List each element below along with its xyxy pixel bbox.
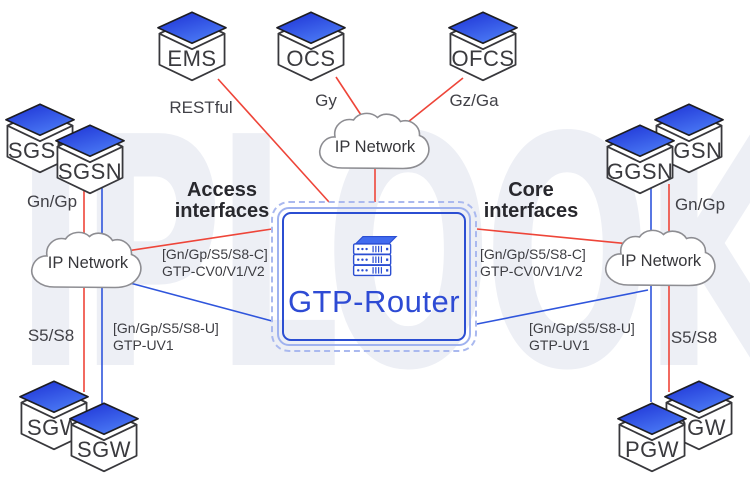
gtp-router-frame: GTP-Router [277,207,471,346]
control-left-line1: [Gn/Gp/S5/S8-C] [162,246,268,262]
user-interface-label-left: [Gn/Gp/S5/S8-U] GTP-UV1 [113,320,219,353]
access-title-line1: Access [186,179,258,201]
user-left-line2: GTP-UV1 [113,336,174,353]
cloud-left-label: IP Network [48,254,129,272]
user-interface-label-right: [Gn/Gp/S5/S8-U] GTP-UV1 [529,320,635,353]
gn-gp-right-label: Gn/Gp [674,195,726,214]
sgw-label: SGW [76,437,132,462]
user-left-line1: [Gn/Gp/S5/S8-U] [113,320,219,336]
control-left-line2: GTP-CV0/V1/V2 [162,262,265,279]
gtp-router-box: GTP-Router [271,201,477,352]
control-interface-label-right: [Gn/Gp/S5/S8-C] GTP-CV0/V1/V2 [480,246,586,279]
access-title-line2: interfaces [174,200,270,222]
gz-ga-label: Gz/Ga [449,91,499,110]
router-cloudright-control-link [476,228,641,246]
ocs-label: OCS [286,46,336,71]
ocs-node: OCS [274,4,348,87]
control-interface-label-left: [Gn/Gp/S5/S8-C] GTP-CV0/V1/V2 [162,246,268,279]
ip-network-cloud-left: IP Network [30,231,142,289]
s5-s8-right-label: S5/S8 [670,328,718,347]
ocs-cloud-link [335,76,364,119]
ip-network-cloud-top: IP Network [318,112,430,170]
gn-gp-left-label: Gn/Gp [26,192,78,211]
ems-router-link [217,78,330,203]
user-right-line1: [Gn/Gp/S5/S8-U] [529,320,635,336]
gtp-router-title: GTP-Router [287,284,461,319]
ip-network-cloud-right: IP Network [604,229,716,287]
control-right-line2: GTP-CV0/V1/V2 [480,262,583,279]
ofcs-cloud-link [407,77,464,123]
core-title-line1: Core [508,179,554,201]
sgsn-node: SGSN [53,117,127,200]
ems-node: EMS [155,4,229,87]
s5-s8-left-label: S5/S8 [27,326,75,345]
cloud-top-label: IP Network [335,138,416,156]
ofcs-node: OFCS [446,4,520,87]
server-icon [352,236,398,277]
gy-label: Gy [315,91,337,110]
core-interfaces-title: Core interfaces [484,180,579,222]
cloudleft-router-user-link [129,282,273,322]
restful-label: RESTful [169,98,233,117]
core-title-line2: interfaces [483,200,579,222]
sgw-node: SGW [67,395,141,478]
router-cloudright-user-link [476,289,649,325]
sgsn-label: SGSN [57,159,123,184]
control-right-line1: [Gn/Gp/S5/S8-C] [480,246,586,262]
ofcs-label: OFCS [451,46,515,71]
access-interfaces-title: Access interfaces [175,180,270,222]
ggsn-label: GGSN [606,159,674,184]
user-right-line2: GTP-UV1 [529,336,590,353]
cloud-right-label: IP Network [621,252,702,270]
cloudleft-router-control-link [119,228,273,253]
ggsn-node: GGSN [603,117,677,200]
pgw-label: PGW [624,437,680,462]
pgw-node: PGW [615,395,689,478]
gtp-router-inner: GTP-Router [282,212,466,341]
ems-label: EMS [167,46,217,71]
